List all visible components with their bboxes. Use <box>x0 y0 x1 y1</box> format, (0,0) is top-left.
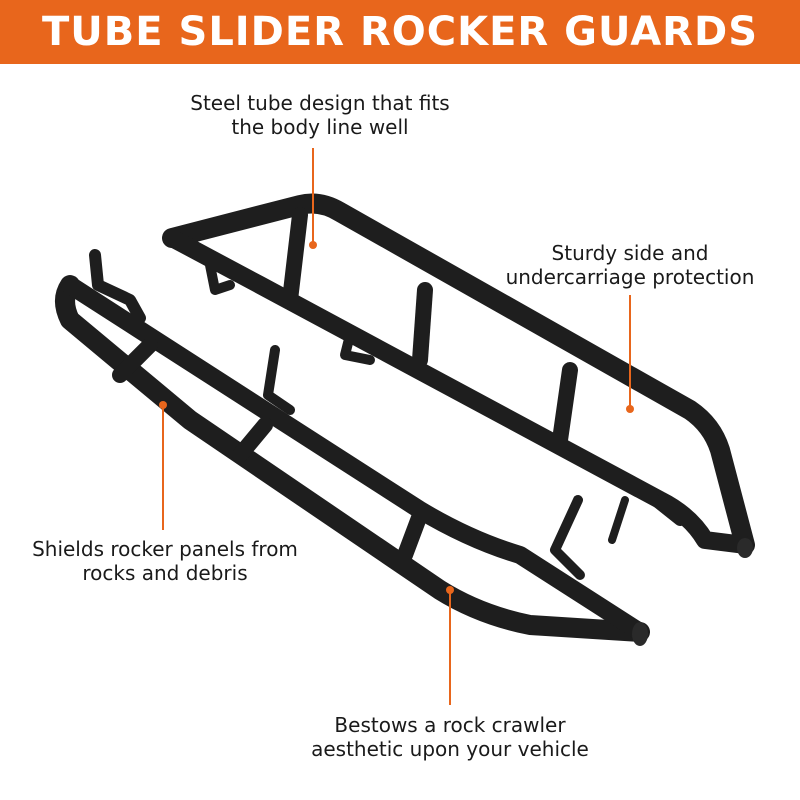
callout-right-line1: Sturdy side and <box>551 241 709 265</box>
callout-steel-tube-design: Steel tube design that fits the body lin… <box>110 91 530 139</box>
leader-dot-top <box>309 241 317 249</box>
leader-dot-right <box>626 405 634 413</box>
rear-rocker-guard <box>162 193 755 555</box>
callout-left-line1: Shields rocker panels from <box>32 537 298 561</box>
callout-top-line2: the body line well <box>231 115 409 139</box>
tube-end-cap-front <box>632 622 648 646</box>
callout-shields-rocker-panels: Shields rocker panels from rocks and deb… <box>0 537 330 585</box>
callout-rock-crawler-aesthetic: Bestows a rock crawler aesthetic upon yo… <box>270 713 630 761</box>
callout-bottom-line1: Bestows a rock crawler <box>334 713 566 737</box>
callout-bottom-line2: aesthetic upon your vehicle <box>311 737 589 761</box>
leader-dot-bottom <box>446 586 454 594</box>
callout-left-line2: rocks and debris <box>82 561 248 585</box>
callout-leaders <box>159 148 634 705</box>
leader-dot-left <box>159 401 167 409</box>
callout-top-line1: Steel tube design that fits <box>190 91 450 115</box>
front-rocker-guard <box>55 249 650 642</box>
callout-right-line2: undercarriage protection <box>505 265 755 289</box>
callout-sturdy-protection: Sturdy side and undercarriage protection <box>480 241 780 289</box>
tube-end-cap-rear <box>737 538 753 558</box>
title-banner: TUBE SLIDER ROCKER GUARDS <box>0 0 800 64</box>
banner-title: TUBE SLIDER ROCKER GUARDS <box>42 9 758 55</box>
